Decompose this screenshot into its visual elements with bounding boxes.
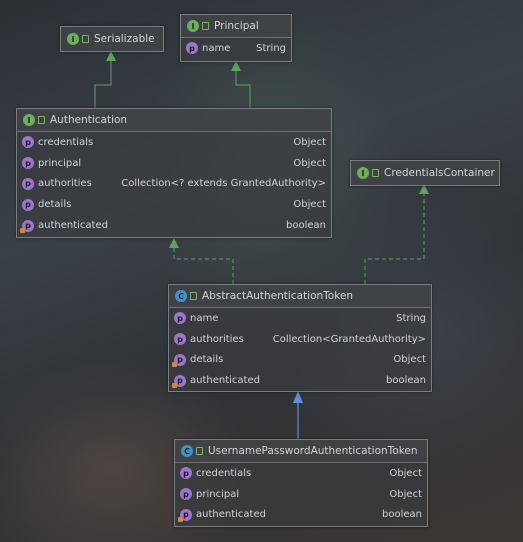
field-type: Object <box>389 488 422 500</box>
field-type: String <box>396 312 426 324</box>
authentication-title: Authentication <box>50 114 128 126</box>
class-icon: C <box>181 445 193 457</box>
arrowhead-authentication <box>169 238 179 248</box>
field-type: Object <box>293 157 326 169</box>
field-name: authorities <box>190 333 244 345</box>
field-name: details <box>38 199 72 211</box>
property-icon: p <box>20 219 34 233</box>
field-row: p principal Object <box>175 484 427 505</box>
username-token-node[interactable]: C UsernamePasswordAuthenticationToken p … <box>174 439 428 527</box>
property-icon: p <box>174 312 186 325</box>
public-icon <box>82 35 89 43</box>
field-row: p name String <box>169 308 431 329</box>
interface-icon: I <box>23 114 35 126</box>
field-name: principal <box>196 488 240 500</box>
property-icon: p <box>178 508 192 522</box>
property-icon: p <box>22 198 34 211</box>
serializable-header: I Serializable <box>61 27 163 51</box>
field-row: p details Object <box>17 194 331 215</box>
field-row: p authenticated boolean <box>17 215 331 236</box>
field-type: boolean <box>286 220 326 232</box>
field-type: boolean <box>386 375 426 387</box>
arrow-abstract-authentication <box>173 247 234 284</box>
field-row: p credentials Object <box>175 463 427 484</box>
property-icon: p <box>172 353 186 367</box>
public-icon <box>196 447 203 455</box>
abstract-class-icon: C <box>175 290 187 302</box>
field-row: p authenticated boolean <box>169 370 431 391</box>
public-icon <box>38 116 45 124</box>
arrowhead-serializable <box>106 51 116 61</box>
field-name: name <box>190 312 219 324</box>
field-name: authorities <box>38 178 92 190</box>
field-name: details <box>190 354 224 366</box>
arrow-authentication-serializable <box>94 60 112 108</box>
field-row: p credentials Object <box>17 132 331 153</box>
field-name: credentials <box>38 136 94 148</box>
field-name: authenticated <box>196 509 266 521</box>
authentication-header: I Authentication <box>17 109 331 132</box>
field-type: Collection<GrantedAuthority> <box>272 333 426 345</box>
field-row: p authenticated boolean <box>175 505 427 526</box>
property-icon: p <box>174 333 186 346</box>
field-type: String <box>256 42 286 54</box>
public-icon <box>372 169 379 177</box>
username-token-title: UsernamePasswordAuthenticationToken <box>208 445 418 457</box>
field-type: Object <box>393 354 426 366</box>
property-icon: p <box>22 157 34 170</box>
field-name: name <box>202 42 231 54</box>
field-type: boolean <box>382 509 422 521</box>
field-name: authenticated <box>190 375 260 387</box>
public-icon <box>202 22 209 30</box>
field-type: Collection<? extends GrantedAuthority> <box>121 178 326 190</box>
property-icon: p <box>186 42 198 55</box>
serializable-node[interactable]: I Serializable <box>60 26 164 52</box>
field-row: p name String <box>181 38 291 59</box>
field-type: Object <box>293 199 326 211</box>
credentials-container-node[interactable]: I CredentialsContainer <box>350 160 500 186</box>
interface-icon: I <box>357 167 369 179</box>
property-icon: p <box>180 488 192 501</box>
serializable-title: Serializable <box>94 33 155 45</box>
arrowhead-principal <box>231 61 241 71</box>
arrow-authentication-principal <box>235 70 251 108</box>
property-icon: p <box>22 177 34 190</box>
abstract-token-header: C AbstractAuthenticationToken <box>169 285 431 308</box>
interface-icon: I <box>187 20 199 32</box>
field-row: p details Object <box>169 350 431 371</box>
field-row: p authorities Collection<GrantedAuthorit… <box>169 329 431 350</box>
field-row: p authorities Collection<? extends Grant… <box>17 174 331 195</box>
field-name: authenticated <box>38 220 108 232</box>
arrow-abstract-credentials-container <box>364 193 425 284</box>
field-name: principal <box>38 157 82 169</box>
public-icon <box>190 292 197 300</box>
credentials-container-title: CredentialsContainer <box>384 167 495 179</box>
username-token-header: C UsernamePasswordAuthenticationToken <box>175 440 427 463</box>
authentication-node[interactable]: I Authentication p credentials Object p … <box>16 108 332 238</box>
field-type: Object <box>389 467 422 479</box>
interface-icon: I <box>67 33 79 45</box>
abstract-token-title: AbstractAuthenticationToken <box>202 290 354 302</box>
principal-title: Principal <box>214 20 259 32</box>
arrowhead-credentials-container <box>419 184 429 194</box>
arrowhead-abstract <box>293 391 303 403</box>
principal-header: I Principal <box>181 15 291 38</box>
abstract-token-node[interactable]: C AbstractAuthenticationToken p name Str… <box>168 284 432 392</box>
principal-node[interactable]: I Principal p name String <box>180 14 292 62</box>
property-icon: p <box>22 136 34 149</box>
property-icon: p <box>180 467 192 480</box>
property-icon: p <box>172 374 186 388</box>
field-name: credentials <box>196 467 252 479</box>
field-type: Object <box>293 136 326 148</box>
credentials-container-header: I CredentialsContainer <box>351 161 499 185</box>
field-row: p principal Object <box>17 153 331 174</box>
